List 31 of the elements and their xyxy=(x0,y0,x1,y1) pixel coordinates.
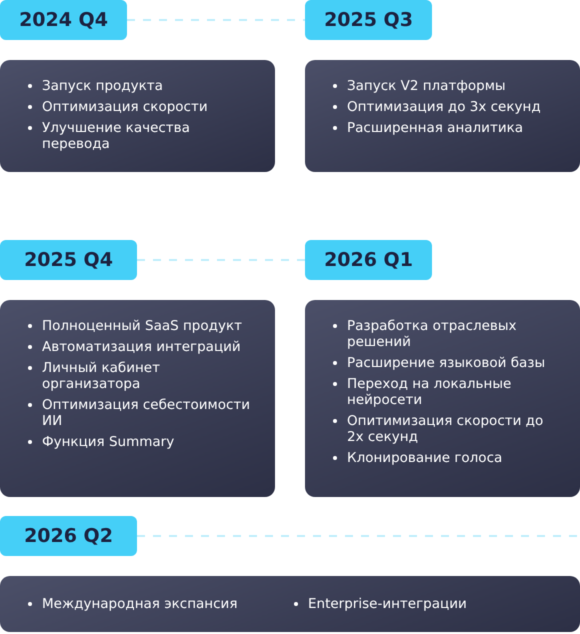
dashed-connector xyxy=(127,19,305,21)
quarter-badge: 2025 Q4 xyxy=(0,240,137,280)
list-item-text: Оптимизация скорости xyxy=(42,99,208,115)
list-item-text: Международная экспансия xyxy=(42,596,238,612)
list-item-text: Улучшение качества перевода xyxy=(42,120,191,152)
list-item-text: Клонирование голоса xyxy=(347,450,502,466)
dashed-connector xyxy=(137,259,305,261)
dashed-connector xyxy=(137,535,580,537)
list-item-text: Оптимизация до 3х секунд xyxy=(347,99,541,115)
list-item-text: Функция Summary xyxy=(42,434,174,450)
list-item-text: Разработка отраслевых решений xyxy=(347,318,518,350)
quarter-badge: 2024 Q4 xyxy=(0,0,127,40)
list-item-text: Enterprise-интеграции xyxy=(308,596,467,612)
quarter-badge: 2026 Q2 xyxy=(0,516,137,556)
list-item-text: Расширение языковой базы xyxy=(347,355,546,371)
list-item-text: Личный кабинет организатора xyxy=(42,360,161,392)
milestone-card xyxy=(0,60,275,172)
milestone-card xyxy=(0,576,580,632)
list-item-text: Переход на локальные нейросети xyxy=(347,376,512,408)
quarter-badge: 2026 Q1 xyxy=(305,240,432,280)
list-item-text: Запуск V2 платформы xyxy=(347,78,506,94)
list-item-text: Расширенная аналитика xyxy=(347,120,524,136)
milestone-card xyxy=(305,60,580,172)
milestone-card xyxy=(305,300,580,497)
list-item-text: Запуск продукта xyxy=(42,78,163,94)
quarter-badge: 2025 Q3 xyxy=(305,0,432,40)
milestone-card xyxy=(0,300,275,497)
list-item-text: Автоматизация интеграций xyxy=(42,339,241,355)
list-item-text: Опитимизация скорости до 2х секунд xyxy=(347,413,544,445)
list-item-text: Оптимизация себестоимости ИИ xyxy=(42,397,252,429)
list-item-text: Полноценный SaaS продукт xyxy=(42,318,242,334)
